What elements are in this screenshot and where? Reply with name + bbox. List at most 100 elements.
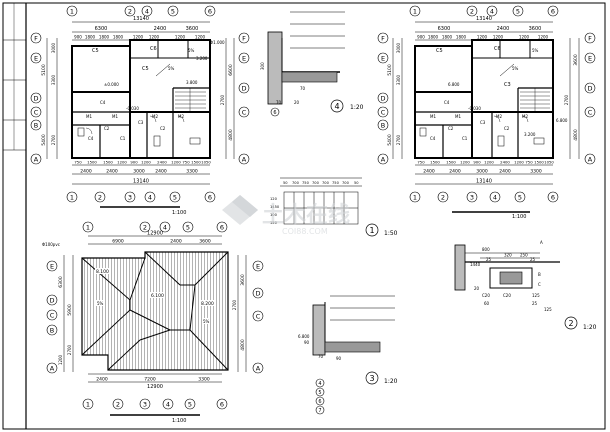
axis-bubbles-right: F E D C A bbox=[238, 32, 250, 165]
svg-text:A: A bbox=[34, 156, 39, 164]
svg-text:3600: 3600 bbox=[199, 239, 211, 245]
axis-bubbles-bottom: 1 2 3 4 5 6 bbox=[66, 191, 216, 203]
svg-text:C2: C2 bbox=[504, 126, 510, 131]
svg-text:2400: 2400 bbox=[449, 169, 461, 175]
svg-text:E: E bbox=[256, 263, 260, 271]
svg-text:100: 100 bbox=[270, 213, 278, 217]
svg-text:3600: 3600 bbox=[240, 274, 246, 286]
svg-text:2: 2 bbox=[441, 194, 445, 202]
svg-text:6600: 6600 bbox=[228, 64, 234, 76]
svg-text:20: 20 bbox=[474, 286, 480, 291]
svg-text:2: 2 bbox=[470, 8, 474, 16]
svg-text:4: 4 bbox=[163, 224, 167, 232]
svg-text:25: 25 bbox=[486, 257, 492, 262]
svg-text:2400: 2400 bbox=[106, 169, 118, 175]
svg-text:1:100: 1:100 bbox=[172, 210, 186, 216]
stair-section bbox=[283, 191, 359, 225]
detail-2: 800 320 25 250 1440 25 20 C20 C20 125 60… bbox=[454, 240, 597, 331]
axis-bubbles-left: E D C B A bbox=[46, 260, 58, 374]
svg-text:3.200: 3.200 bbox=[524, 132, 536, 137]
svg-text:1200: 1200 bbox=[58, 354, 63, 365]
svg-text:E: E bbox=[381, 55, 385, 63]
svg-text:M1: M1 bbox=[112, 114, 118, 119]
svg-text:5%: 5% bbox=[532, 48, 539, 53]
svg-text:6.800: 6.800 bbox=[556, 118, 568, 123]
svg-text:B: B bbox=[381, 122, 385, 130]
svg-text:13140: 13140 bbox=[133, 179, 149, 185]
svg-text:2400: 2400 bbox=[154, 26, 167, 32]
svg-text:F: F bbox=[34, 35, 38, 43]
svg-text:3600: 3600 bbox=[573, 54, 579, 66]
svg-text:2700: 2700 bbox=[67, 344, 72, 355]
svg-text:1:20: 1:20 bbox=[350, 104, 364, 111]
svg-text:5%: 5% bbox=[203, 319, 210, 324]
svg-text:800: 800 bbox=[482, 247, 490, 252]
svg-text:5400: 5400 bbox=[41, 134, 47, 146]
svg-text:M2: M2 bbox=[152, 114, 158, 119]
svg-text:90: 90 bbox=[304, 340, 310, 345]
svg-text:±0.000: ±0.000 bbox=[104, 82, 119, 87]
svg-text:3.800: 3.800 bbox=[186, 80, 198, 85]
svg-text:4: 4 bbox=[145, 8, 149, 16]
svg-text:2: 2 bbox=[128, 8, 132, 16]
svg-text:90: 90 bbox=[336, 356, 342, 361]
svg-text:1: 1 bbox=[86, 224, 90, 232]
svg-text:320: 320 bbox=[504, 253, 512, 258]
svg-text:A: A bbox=[242, 156, 247, 164]
svg-text:1200: 1200 bbox=[149, 35, 160, 40]
svg-text:2700: 2700 bbox=[232, 299, 237, 310]
svg-text:E: E bbox=[242, 55, 246, 63]
svg-text:D: D bbox=[255, 290, 260, 298]
svg-text:6.100: 6.100 bbox=[151, 293, 164, 299]
svg-text:1:20: 1:20 bbox=[384, 378, 398, 385]
svg-text:13140: 13140 bbox=[476, 179, 492, 185]
svg-text:6: 6 bbox=[220, 224, 224, 232]
svg-text:3000: 3000 bbox=[476, 169, 488, 175]
svg-text:50: 50 bbox=[283, 181, 288, 185]
svg-text:7: 7 bbox=[318, 408, 321, 414]
svg-text:M2: M2 bbox=[178, 114, 184, 119]
svg-text:1200: 1200 bbox=[538, 35, 549, 40]
svg-text:5: 5 bbox=[518, 194, 522, 202]
svg-text:1200: 1200 bbox=[141, 160, 151, 165]
svg-text:13140: 13140 bbox=[476, 16, 492, 22]
svg-text:2400: 2400 bbox=[80, 169, 92, 175]
svg-text:B: B bbox=[538, 272, 541, 277]
svg-text:1200: 1200 bbox=[117, 160, 127, 165]
svg-text:120: 120 bbox=[270, 197, 278, 201]
watermark: 土木在线 COI88.COM bbox=[222, 195, 350, 236]
svg-text:C: C bbox=[538, 282, 541, 287]
svg-text:B: B bbox=[34, 122, 38, 130]
svg-text:2400: 2400 bbox=[497, 26, 510, 32]
svg-text:1200: 1200 bbox=[460, 160, 470, 165]
svg-text:1: 1 bbox=[70, 8, 74, 16]
svg-text:3000: 3000 bbox=[396, 42, 401, 53]
svg-text:1800: 1800 bbox=[428, 35, 439, 40]
svg-text:6: 6 bbox=[208, 194, 212, 202]
svg-text:1: 1 bbox=[86, 401, 90, 409]
svg-text:M2: M2 bbox=[496, 114, 502, 119]
svg-text:4: 4 bbox=[334, 102, 339, 111]
svg-text:5900: 5900 bbox=[67, 304, 73, 316]
roof-plan: 1 2 4 5 6 12900 6900 2400 3600 Φ100pvc E… bbox=[42, 221, 264, 424]
svg-text:Φ100pvc: Φ100pvc bbox=[42, 242, 60, 247]
svg-text:M2: M2 bbox=[522, 114, 528, 119]
svg-text:3600: 3600 bbox=[186, 26, 199, 32]
svg-text:C4: C4 bbox=[100, 100, 106, 105]
svg-text:E: E bbox=[34, 55, 38, 63]
svg-text:12900: 12900 bbox=[147, 384, 163, 390]
svg-text:1800: 1800 bbox=[442, 35, 453, 40]
svg-text:1:50: 1:50 bbox=[384, 230, 398, 237]
svg-text:3300: 3300 bbox=[186, 169, 198, 175]
axis-bubbles-right: E D C A bbox=[252, 260, 264, 374]
svg-text:750: 750 bbox=[525, 160, 533, 165]
svg-text:1: 1 bbox=[369, 226, 374, 235]
svg-text:2: 2 bbox=[98, 194, 102, 202]
svg-text:6: 6 bbox=[551, 194, 555, 202]
svg-text:5400: 5400 bbox=[387, 134, 393, 146]
svg-text:750: 750 bbox=[417, 160, 425, 165]
svg-text:Φ1.000: Φ1.000 bbox=[210, 40, 225, 45]
svg-text:3.200: 3.200 bbox=[196, 56, 208, 61]
svg-text:A: A bbox=[50, 365, 55, 373]
svg-text:6300: 6300 bbox=[95, 26, 108, 32]
